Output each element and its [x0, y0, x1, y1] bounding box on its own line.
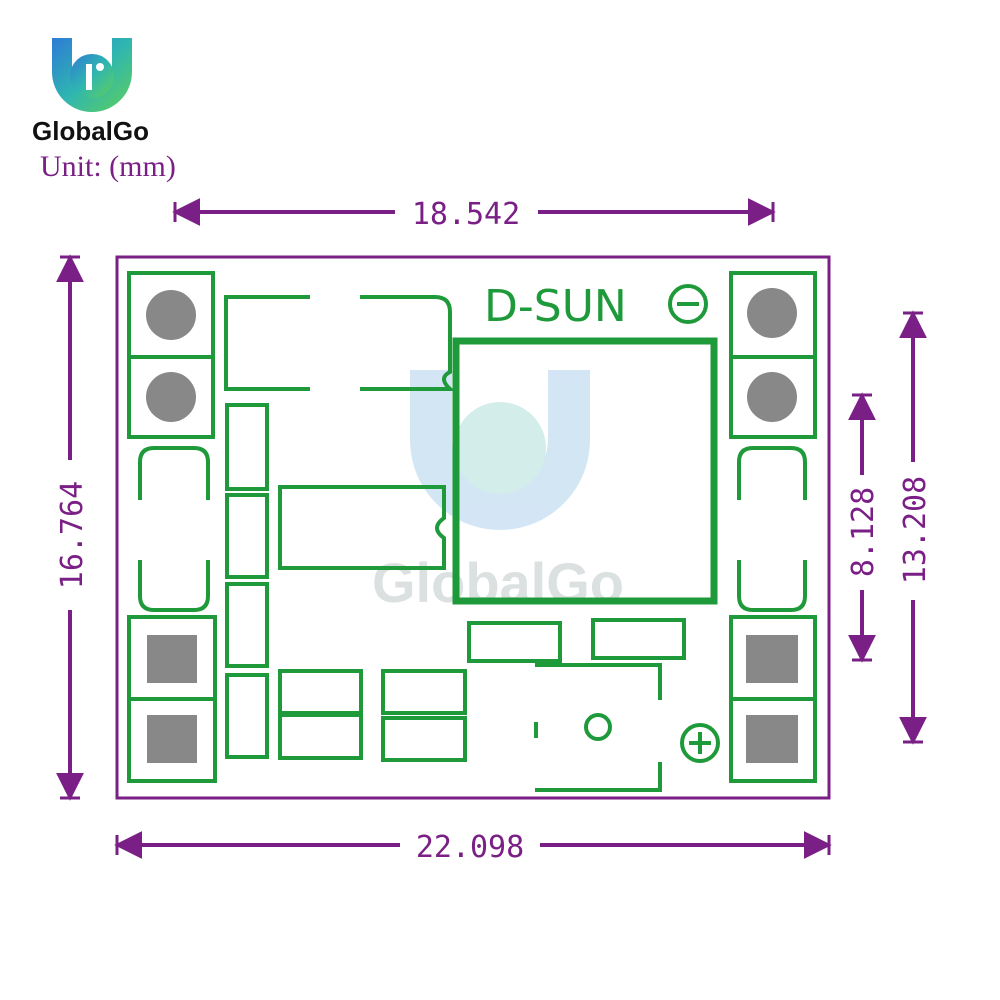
pad-square [147, 635, 197, 683]
smd-resistor [225, 403, 269, 491]
dimension-overall-width-label: 22.098 [416, 830, 524, 865]
dimension-overall-height-label: 16.764 [55, 481, 90, 589]
brand-logo [51, 38, 132, 113]
smd-capacitor [381, 669, 467, 715]
smd-resistor [225, 673, 269, 759]
smd-capacitor [278, 669, 363, 715]
pad-round [146, 372, 196, 422]
main-chip-outline [452, 337, 718, 605]
pad-square [746, 715, 798, 763]
board-outline [115, 255, 831, 800]
dimension-top-width [172, 198, 776, 226]
trimmer-hole [584, 713, 612, 741]
dimension-inner-height-label: 8.128 [846, 487, 881, 577]
small-ic-outline [278, 485, 446, 570]
terminal-bottom-right [729, 615, 817, 783]
terminal-top-left [127, 271, 215, 439]
smd-capacitor [591, 618, 686, 660]
pad-round [146, 290, 196, 340]
smd-bottom-row [278, 618, 686, 762]
right-slot-outline [737, 446, 807, 612]
smd-resistor [225, 582, 269, 668]
terminal-bottom-left [127, 615, 217, 783]
smd-capacitor [278, 713, 363, 760]
pad-square [147, 715, 197, 763]
pad-round [747, 372, 797, 422]
smd-resistor [225, 493, 269, 579]
pad-square [746, 635, 798, 683]
inductor-outline [224, 295, 456, 391]
minus-polarity-icon [668, 284, 708, 324]
smd-column [225, 403, 269, 759]
brand-name: GlobalGo [32, 116, 149, 146]
dimension-terminal-span-label: 13.208 [898, 476, 933, 584]
silkscreen-label: D-SUN [484, 281, 627, 332]
pad-round [747, 288, 797, 338]
dimension-top-width-label: 18.542 [412, 197, 520, 232]
smd-capacitor [381, 716, 467, 762]
terminal-top-right [729, 271, 817, 439]
dimension-terminal-span [899, 310, 927, 745]
unit-label: Unit: (mm) [40, 150, 176, 183]
trimmer-outline [534, 663, 662, 792]
watermark-text: GlobalGo [372, 551, 624, 614]
dimension-overall-width [114, 831, 832, 859]
dimension-inner-height [848, 392, 876, 663]
smd-capacitor [467, 621, 562, 663]
dimension-overall-height [56, 254, 84, 801]
plus-polarity-icon [680, 723, 720, 763]
watermark-logo [410, 370, 590, 530]
left-slot-outline [138, 446, 210, 612]
